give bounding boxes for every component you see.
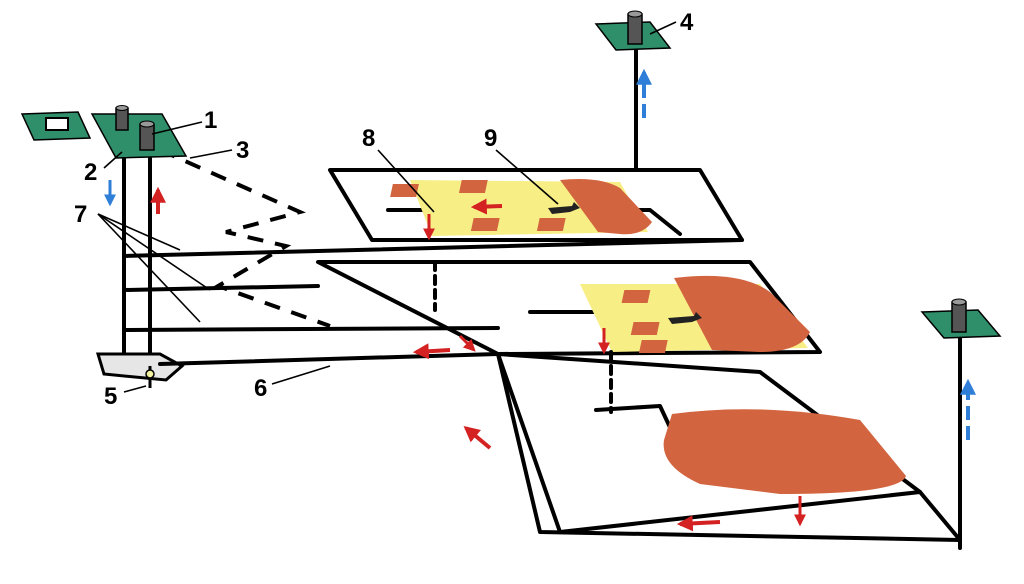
plate-left-small (20, 111, 92, 141)
label-3: 3 (236, 137, 249, 164)
upper-block-3 (470, 218, 500, 231)
middle-zone-orange (674, 275, 810, 352)
middle-block-3 (638, 340, 668, 353)
upper-machine (548, 202, 580, 214)
fan-right-body (951, 301, 967, 333)
plate-right (920, 298, 1002, 339)
middle-block-1 (621, 290, 651, 303)
plate-left-small-box (45, 117, 69, 131)
valve-5 (145, 366, 155, 388)
duct-red-arrow-3 (463, 425, 492, 450)
label-2: 2 (84, 159, 97, 186)
lower-level (496, 324, 976, 550)
lower-return-arrow (676, 515, 721, 532)
duct-red-arrow-1 (412, 343, 451, 360)
leader-5 (123, 385, 147, 393)
label-7: 7 (74, 201, 87, 228)
label-9: 9 (484, 125, 497, 152)
upper-block-2 (458, 180, 488, 193)
upper-exhaust-arrow (470, 198, 503, 215)
shaft-right-link (918, 490, 962, 542)
label-1: 1 (204, 107, 217, 134)
middle-machine (668, 312, 702, 324)
leader-1 (151, 121, 203, 135)
upper-level (328, 46, 744, 242)
leader-6 (271, 365, 331, 385)
duct-diagonal (496, 352, 962, 542)
left-shaft (95, 138, 962, 542)
leader-8 (377, 149, 435, 213)
leader-9 (495, 149, 559, 205)
main-collector-duct (158, 352, 500, 366)
middle-block-2 (630, 322, 660, 335)
leader-7-line-b (97, 213, 211, 291)
fan-right-cap (951, 298, 967, 306)
leader-3 (189, 149, 233, 159)
label-6: 6 (254, 375, 267, 402)
left-base-chamber (95, 352, 185, 382)
leader-4 (649, 21, 677, 35)
upper-block-4 (536, 218, 566, 231)
fan-4-body (627, 13, 643, 45)
fan-1a-body (115, 107, 129, 131)
middle-level-outer-loop (316, 260, 822, 356)
leader-7 (97, 213, 211, 323)
leader-7-line-c (97, 213, 201, 323)
plate-4 (594, 10, 672, 51)
label-4: 4 (680, 9, 694, 36)
lower-zone-orange (663, 409, 906, 494)
duct-level-1 (122, 238, 744, 258)
fan-1b-cap (139, 120, 155, 128)
valve-5-knob (145, 369, 155, 379)
leader-2 (103, 151, 123, 169)
upper-zone-orange (560, 179, 652, 235)
fan-4-cap (627, 10, 643, 18)
duct-red-arrow-2 (458, 334, 476, 352)
label-5: 5 (104, 383, 117, 410)
label-8: 8 (362, 125, 375, 152)
fan-icon (115, 105, 155, 151)
plate-1 (90, 105, 188, 159)
duct-level-3 (122, 326, 500, 332)
middle-level (316, 260, 822, 356)
plate-1-base (90, 113, 188, 159)
fan-1b-body (139, 123, 155, 151)
leader-7-line-a (97, 213, 181, 251)
fan-1a-cap (115, 105, 129, 111)
dashed-airflow-path (159, 148, 331, 328)
